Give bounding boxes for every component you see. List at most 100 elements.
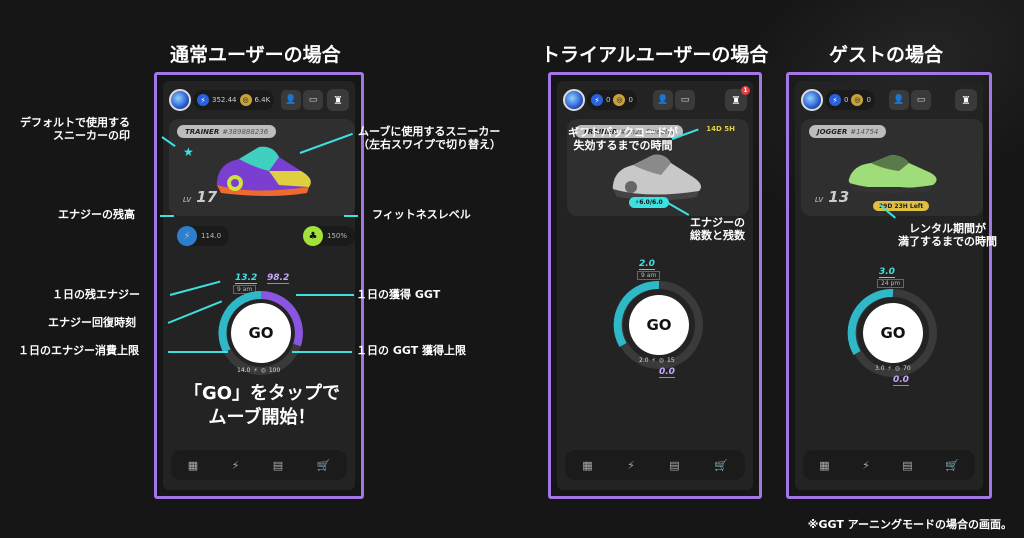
normal-topbar: ⚡ 352.44 ◎ 6.4K 👤 ▭ ♜ — [169, 87, 349, 113]
class-name: JOGGER — [817, 127, 848, 136]
energy-total-icon: ⚡ — [635, 199, 640, 206]
fitness-pill: ♣ 150% — [303, 226, 356, 246]
connector-line — [292, 351, 352, 353]
energy-total: 6.0/6.0 — [639, 199, 663, 206]
ann-gift-pack-expiry: ギフトパックコードが 失効するまでの時間 — [568, 126, 678, 153]
notification-badge: 1 — [741, 86, 750, 95]
gst-balance: 352.44 — [212, 96, 237, 104]
sneaker-image — [216, 146, 311, 196]
footnote: ※GGT アーニングモードの場合の画面。 — [807, 518, 1012, 531]
notes-icon[interactable]: ▤ — [669, 458, 680, 472]
energy-ggt-ring — [847, 288, 937, 377]
shop-button[interactable]: ♜ — [955, 89, 977, 111]
cap-coin-icon: ◎ — [260, 367, 266, 374]
title-trial-user: トライアルユーザーの場合 — [541, 44, 769, 66]
ggt-balance: 0 — [866, 96, 871, 104]
day-ggt-cap: 70 — [903, 365, 911, 372]
recovery-time: 24 pm — [877, 279, 905, 288]
ann-fitness-level: フィットネスレベル — [372, 208, 471, 221]
ann-move-sneaker: ムーブに使用するスニーカー （左右スワイプで切り替え） — [358, 125, 501, 152]
sneaker-image — [612, 154, 701, 200]
class-name: TRAINER — [185, 127, 220, 136]
class-tag: TRAINER #389888236 — [177, 125, 277, 138]
ggt-coin-icon: ◎ — [239, 94, 252, 106]
bolt-icon[interactable]: ⚡ — [862, 458, 870, 472]
go-button[interactable]: GO — [863, 303, 923, 363]
bottom-nav: ▦ ⚡ ▤ 🛒 — [803, 450, 975, 480]
go-button[interactable]: GO — [231, 303, 291, 363]
day-remaining-energy: 2.0 — [639, 259, 655, 270]
trial-phone-screen: ⚡ 0 ◎ 0 👤 ▭ ♜ 1 TRAINER #7h2d Sweater 14… — [557, 81, 753, 490]
caps-row: 3.0 ⚡ ◎ 70 — [875, 365, 911, 372]
user-icon[interactable]: 👤 — [889, 90, 909, 110]
connector-line — [296, 294, 354, 296]
connector-line — [344, 215, 358, 217]
grid-icon[interactable]: ▦ — [819, 458, 830, 472]
avatar[interactable] — [801, 89, 823, 111]
bolt-icon[interactable]: ⚡ — [627, 458, 635, 472]
bolt-icon[interactable]: ⚡ — [231, 458, 240, 472]
sneaker-card[interactable]: TRAINER #7h2d Sweater 14D 5H ⚡ 6.0/6.0 — [567, 119, 749, 216]
ann-day-remaining-energy: １日の残エナジー — [52, 288, 140, 301]
sneaker-card[interactable]: TRAINER #389888236 ★ LV 17 — [169, 119, 355, 216]
bottom-nav: ▦ ⚡ ▤ 🛒 — [171, 450, 347, 480]
cart-icon[interactable]: 🛒 — [714, 458, 728, 472]
go-button[interactable]: GO — [629, 295, 689, 355]
shoe-id: #7h2d Sweater — [620, 127, 675, 136]
avatar[interactable] — [563, 89, 585, 111]
ann-day-ggt-cap: １日の GGT 獲得上限 — [356, 344, 467, 357]
day-ggt-cap: 15 — [667, 357, 675, 364]
day-energy-cap: 2.0 — [639, 357, 649, 364]
user-icon[interactable]: 👤 — [281, 90, 301, 110]
wallet-icon[interactable]: ▭ — [911, 90, 931, 110]
guest-phone-screen: ⚡ 0 ◎ 0 👤 ▭ ♜ JOGGER #14754 LV 13 — [795, 81, 983, 490]
ggt-balance: 0 — [628, 96, 633, 104]
cap-bolt-icon: ⚡ — [253, 367, 258, 374]
day-remaining-energy: 13.2 — [235, 273, 258, 284]
energy-total-pill: ⚡ 6.0/6.0 — [629, 197, 669, 208]
cart-icon[interactable]: 🛒 — [945, 458, 959, 472]
energy-balance: 114.0 — [201, 232, 222, 240]
level-display: LV 13 — [815, 187, 849, 206]
wallet-icon[interactable]: ▭ — [675, 90, 695, 110]
normal-phone-screen: ⚡ 352.44 ◎ 6.4K 👤 ▭ ♜ TRAINER #389888236… — [163, 81, 356, 490]
gst-coin-icon: ⚡ — [197, 94, 209, 106]
ann-day-energy-cap: １日のエナジー消費上限 — [18, 344, 139, 357]
level-label: LV — [183, 196, 192, 204]
notes-icon[interactable]: ▤ — [902, 458, 913, 472]
ann-default-mark: デフォルトで使用する スニーカーの印 — [20, 116, 130, 143]
shop-button[interactable]: ♜ 1 — [725, 86, 750, 111]
gst-balance: 0 — [606, 96, 611, 104]
notes-icon[interactable]: ▤ — [272, 458, 284, 472]
trial-user-frame: ⚡ 0 ◎ 0 👤 ▭ ♜ 1 TRAINER #7h2d Sweater 14… — [548, 72, 762, 499]
ggt-coin-icon: ◎ — [851, 94, 864, 106]
balance-pill: ⚡ 0 ◎ 0 — [825, 90, 875, 110]
sneaker-card[interactable]: JOGGER #14754 LV 13 — [801, 119, 983, 216]
ann-energy-total-remaining: エナジーの 総数と残数 — [690, 216, 745, 243]
energy-bolt-icon: ⚡ — [177, 226, 197, 246]
day-ggt-earned: 0.0 — [893, 375, 909, 386]
expiry-time: 14D 5H — [706, 125, 735, 133]
avatar[interactable] — [169, 89, 191, 111]
class-name: TRAINER — [583, 127, 618, 136]
shop-button[interactable]: ♜ — [327, 89, 349, 111]
user-icon[interactable]: 👤 — [653, 90, 673, 110]
level-display: LV 17 — [183, 187, 217, 206]
level-label: LV — [815, 196, 824, 204]
day-energy-cap: 3.0 — [875, 365, 885, 372]
grid-icon[interactable]: ▦ — [582, 458, 593, 472]
cart-icon[interactable]: 🛒 — [316, 458, 331, 472]
wallet-icon[interactable]: ▭ — [303, 90, 323, 110]
balance-pill: ⚡ 0 ◎ 0 — [587, 90, 637, 110]
ggt-balance: 6.4K — [254, 96, 271, 104]
gst-coin-icon: ⚡ — [591, 94, 603, 106]
day-remaining-energy: 3.0 — [879, 267, 895, 278]
day-ggt-earned: 98.2 — [267, 273, 290, 284]
caps-row: 2.0 ⚡ ◎ 15 — [639, 357, 675, 364]
energy-ggt-ring — [613, 280, 703, 369]
ann-energy-balance: エナジーの残高 — [58, 208, 135, 221]
day-ggt-cap: 100 — [268, 367, 281, 374]
class-tag: JOGGER #14754 — [809, 125, 887, 138]
grid-icon[interactable]: ▦ — [187, 458, 199, 472]
connector-line — [168, 351, 228, 353]
